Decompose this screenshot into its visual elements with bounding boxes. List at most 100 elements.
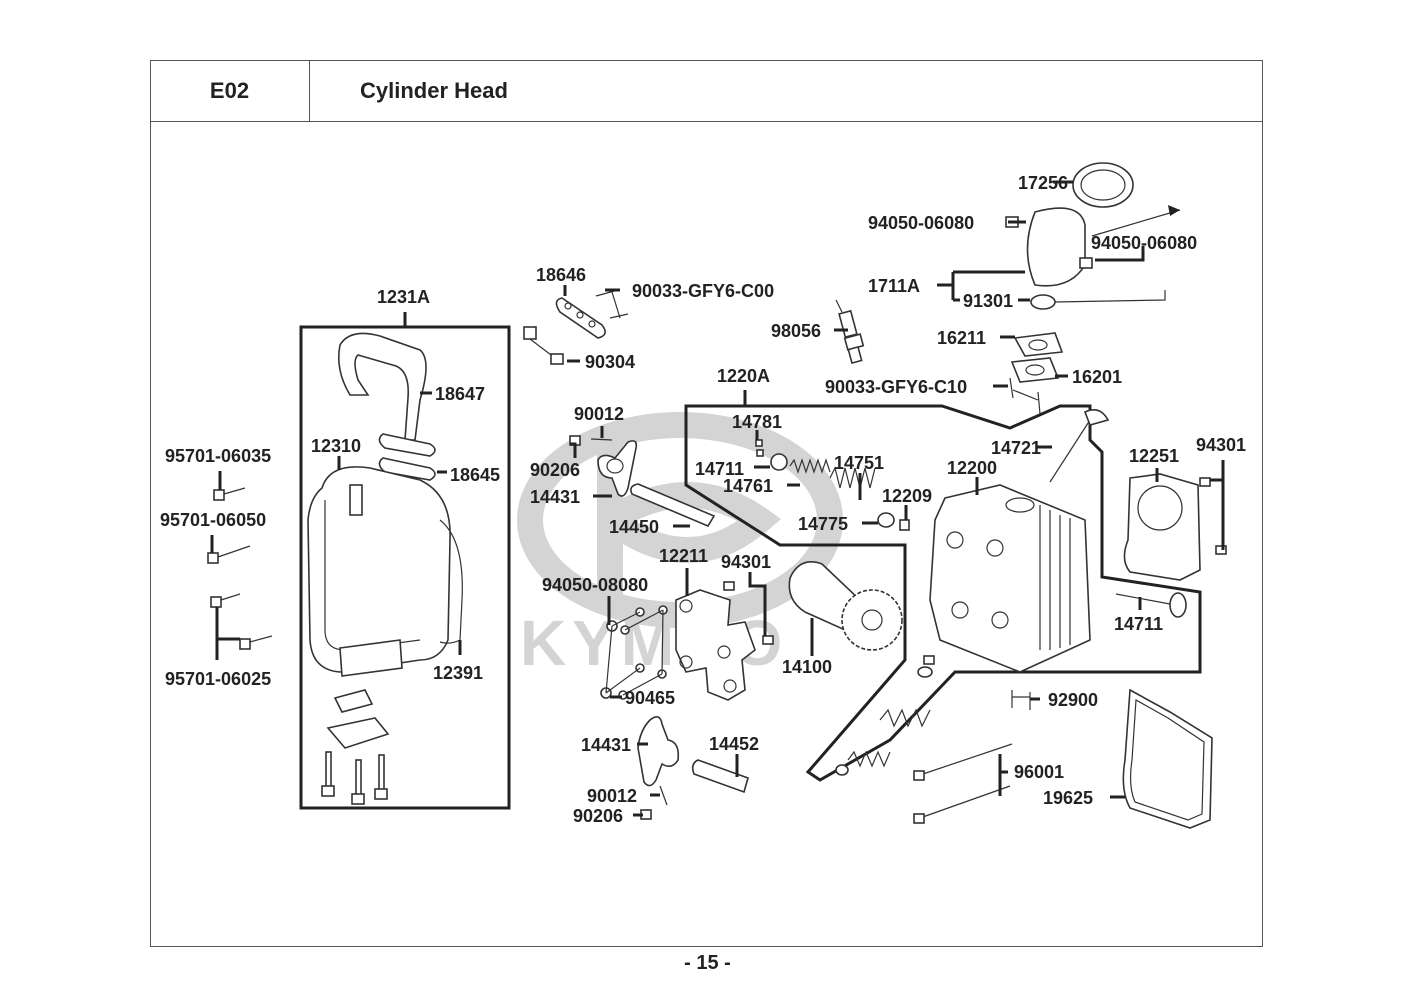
section-code: E02 bbox=[150, 60, 310, 122]
part-14452-rocker-shaft-b bbox=[691, 759, 749, 794]
part-14450-rocker-shaft bbox=[630, 483, 716, 528]
part-label: 14452 bbox=[709, 734, 759, 754]
part-18645-gasket bbox=[378, 433, 436, 481]
part-label: 90033-GFY6-C10 bbox=[825, 377, 967, 397]
part-label: 95701-06025 bbox=[165, 669, 271, 689]
part-label: 90465 bbox=[625, 688, 675, 708]
part-18647-breather-pipe bbox=[337, 332, 427, 441]
part-14775-seat bbox=[877, 512, 895, 528]
part-label: 90206 bbox=[530, 460, 580, 480]
part-label: 98056 bbox=[771, 321, 821, 341]
part-label: 18645 bbox=[450, 465, 500, 485]
page-number: - 15 - bbox=[684, 952, 731, 974]
part-12211-camshaft-holder bbox=[675, 589, 756, 701]
part-14761-inner-spring bbox=[789, 458, 831, 474]
part-label: 94301 bbox=[1196, 435, 1246, 455]
part-label: 94301 bbox=[721, 552, 771, 572]
part-label: 19625 bbox=[1043, 788, 1093, 808]
part-90304-bolt bbox=[523, 326, 564, 365]
leader-96001 bbox=[998, 754, 1008, 796]
part-cover-small-parts bbox=[321, 689, 390, 805]
part-90033-GFY6-C00-studs bbox=[595, 289, 629, 319]
part-valve-spring-set bbox=[835, 655, 935, 776]
part-label: 16211 bbox=[937, 328, 986, 348]
part-90012-screw-b bbox=[659, 785, 668, 806]
part-label: 95701-06035 bbox=[165, 446, 271, 466]
part-label: 12391 bbox=[433, 663, 483, 683]
part-96001-stud-bolts bbox=[913, 743, 1013, 824]
part-14711-retainer bbox=[770, 453, 788, 471]
leader-hose bbox=[1054, 290, 1166, 303]
part-label: 92900 bbox=[1048, 690, 1098, 710]
part-label: 12251 bbox=[1129, 446, 1179, 466]
part-95701-06050-bolt bbox=[207, 545, 251, 564]
part-98056-spark-plug bbox=[835, 299, 865, 365]
part-nut-94050-06080-b bbox=[1079, 257, 1093, 269]
part-label: 14711 bbox=[695, 459, 744, 479]
leader-lines bbox=[210, 180, 1225, 817]
leader-94301-b bbox=[748, 572, 767, 636]
part-label: 12211 bbox=[659, 546, 708, 566]
leader-94301-a bbox=[1210, 460, 1225, 550]
part-94301-dowel-pins-b bbox=[723, 581, 774, 645]
part-92900-dowel bbox=[1011, 690, 1031, 710]
part-94301-dowel-pins-a bbox=[1199, 477, 1227, 555]
part-95701-06025-bolts bbox=[210, 593, 273, 650]
part-label: 1711A bbox=[868, 276, 920, 296]
part-label: 96001 bbox=[1014, 762, 1064, 782]
part-14100-camshaft bbox=[788, 561, 903, 651]
group-label-1231A: 1231A bbox=[377, 287, 430, 307]
part-14431-rocker-arm-a bbox=[597, 440, 638, 497]
part-label: 17256 bbox=[1018, 173, 1068, 193]
leader-94050-06080-b bbox=[1095, 246, 1145, 262]
part-90033-GFY6-C10-studs bbox=[1009, 377, 1041, 415]
part-label: 14781 bbox=[732, 412, 782, 432]
part-12200-cylinder-head bbox=[929, 484, 1091, 673]
part-label: 14450 bbox=[609, 517, 659, 537]
part-16211-insulator bbox=[1013, 332, 1064, 357]
part-label: 14711 bbox=[1114, 614, 1163, 634]
part-90465-washers bbox=[618, 605, 668, 700]
part-14711-intake-valve bbox=[1115, 592, 1187, 618]
kymco-watermark: KYMCO bbox=[517, 412, 843, 679]
part-label: 94050-06080 bbox=[1091, 233, 1197, 253]
part-12391-cover-gasket bbox=[439, 519, 463, 644]
group-label-1220A: 1220A bbox=[717, 366, 770, 386]
part-label: 94050-08080 bbox=[542, 575, 648, 595]
part-label: 90304 bbox=[585, 352, 635, 372]
part-label: 90012 bbox=[587, 786, 637, 806]
part-label: 14100 bbox=[782, 657, 832, 677]
part-label: 14721 bbox=[991, 438, 1041, 458]
header-divider bbox=[310, 121, 1263, 122]
arrow-icon bbox=[1168, 205, 1180, 216]
part-label: 14761 bbox=[723, 476, 773, 496]
part-label: 18646 bbox=[536, 265, 586, 285]
part-label: 95701-06050 bbox=[160, 510, 266, 530]
part-14721-exhaust-valve bbox=[1049, 409, 1110, 483]
part-label: 94050-06080 bbox=[868, 213, 974, 233]
part-12251-head-gasket bbox=[1123, 473, 1201, 581]
group-box-1220A bbox=[684, 404, 1202, 782]
part-label: 12209 bbox=[882, 486, 932, 506]
leader-1711A bbox=[937, 270, 1025, 302]
part-1711A-inlet-pipe bbox=[1026, 205, 1181, 287]
part-12310-cylinder-head-cover bbox=[307, 466, 451, 677]
part-16201-gasket bbox=[1010, 357, 1060, 383]
part-label: 90012 bbox=[574, 404, 624, 424]
part-17256-clamp bbox=[1072, 162, 1134, 208]
part-90012-screw-a bbox=[590, 438, 613, 441]
part-91301-oring bbox=[1030, 294, 1056, 310]
part-label: 91301 bbox=[963, 291, 1013, 311]
diagram-frame bbox=[150, 60, 1263, 947]
part-label: 90033-GFY6-C00 bbox=[632, 281, 774, 301]
leader-95701-06025 bbox=[215, 607, 240, 660]
part-12209-stem-seal bbox=[899, 519, 910, 531]
part-94050-08080-nuts bbox=[600, 607, 645, 699]
part-14431-rocker-arm-b bbox=[637, 716, 680, 787]
part-label: 18647 bbox=[435, 384, 485, 404]
part-label: 14775 bbox=[798, 514, 848, 534]
part-label: 16201 bbox=[1072, 367, 1122, 387]
part-label: 90206 bbox=[573, 806, 623, 826]
part-label: 12310 bbox=[311, 436, 361, 456]
